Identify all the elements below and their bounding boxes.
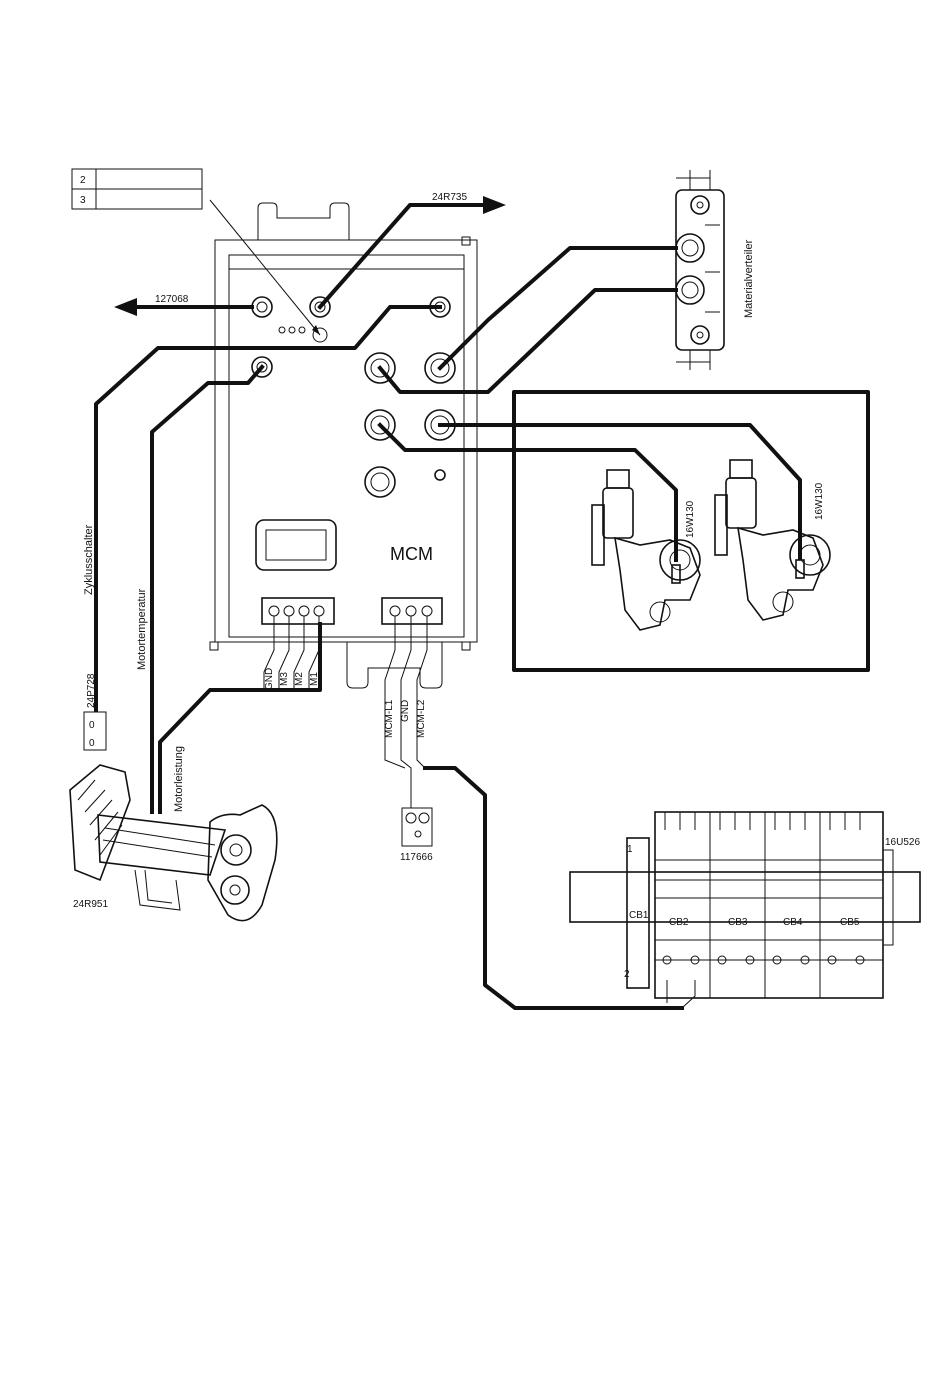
label-16w130-b: 16W130 <box>814 482 825 520</box>
table-row-3: 3 <box>80 195 86 206</box>
label-24r735: 24R735 <box>432 192 467 203</box>
label-motor-power: Motorleistung <box>173 746 185 812</box>
label-cb5: CB5 <box>840 917 860 928</box>
label-cb2: CB2 <box>669 917 689 928</box>
label-mcm-l2: MCM-L2 <box>416 699 427 738</box>
terminal-labels-motor: GND M3 M2 M1 <box>264 668 320 690</box>
switch-state-top: 0 <box>89 720 95 731</box>
label-m1: M1 <box>309 672 320 686</box>
label-24p728: 24P728 <box>86 673 97 708</box>
terminal-block-power <box>382 598 442 624</box>
label-cb3: CB3 <box>728 917 748 928</box>
mcm-module: MCM <box>210 203 477 688</box>
ground-terminal-117666: 117666 <box>400 808 433 863</box>
label-m2: M2 <box>294 672 305 686</box>
reference-table: 2 3 <box>72 169 320 335</box>
label-cb1: CB1 <box>629 910 649 921</box>
terminal-block-motor <box>262 598 334 624</box>
table-row-2: 2 <box>80 175 86 186</box>
label-cycle-switch: Zyklusschalter <box>83 524 95 595</box>
connector-127068 <box>252 297 272 317</box>
arrow-127068: 127068 <box>114 294 252 316</box>
cycle-switch-24p728: 24P728 0 0 <box>84 673 106 750</box>
label-117666: 117666 <box>400 852 433 863</box>
arrow-24r735: 24R735 <box>320 192 506 307</box>
breaker-panel-16u526: CB1 CB2 CB3 CB4 CB5 1 2 16U526 <box>570 812 920 998</box>
label-16u526: 16U526 <box>885 837 920 848</box>
label-m3: M3 <box>279 672 290 686</box>
material-distributor: Materialverteiler <box>676 170 755 370</box>
label-gnd-motor: GND <box>264 668 275 690</box>
label-material-distributor: Materialverteiler <box>743 239 755 318</box>
valve-16w130-b: 16W130 <box>715 460 830 620</box>
connector-c1 <box>365 467 395 497</box>
label-127068: 127068 <box>155 294 189 305</box>
module-name: MCM <box>390 544 433 564</box>
label-mcm-l1: MCM-L1 <box>384 699 395 738</box>
label-24r951: 24R951 <box>73 899 108 910</box>
terminal-labels-power: MCM-L1 GND MCM-L2 <box>384 699 427 738</box>
switch-state-bottom: 0 <box>89 738 95 749</box>
label-gnd-power: GND <box>400 700 411 722</box>
label-16w130-a: 16W130 <box>685 500 696 538</box>
label-motor-temperature: Motortemperatur <box>136 588 148 670</box>
display-window <box>256 520 336 570</box>
valve-16w130-a: 16W130 <box>592 470 700 630</box>
label-side-1: 1 <box>627 844 633 855</box>
label-cb4: CB4 <box>783 917 803 928</box>
label-side-2: 2 <box>624 969 630 980</box>
